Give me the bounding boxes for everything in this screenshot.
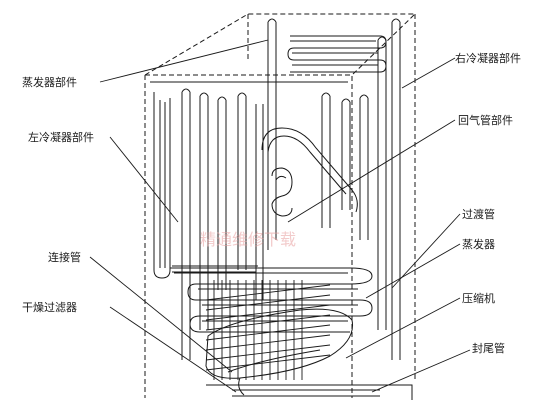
label-evaporator: 蒸发器 [462, 237, 495, 251]
return-pipe-loop [261, 127, 358, 217]
leader-lines [89, 39, 471, 393]
compressor-grid [205, 280, 354, 380]
left-condenser-coil [153, 88, 369, 360]
label-right-condenser-parts: 右冷凝器部件 [455, 51, 521, 65]
watermark-text: 精通维修下载 [200, 230, 296, 249]
label-sealing-tail-pipe: 封尾管 [472, 341, 505, 355]
label-left-condenser-parts: 左冷凝器部件 [28, 130, 94, 144]
label-evaporator-parts: 蒸发器部件 [22, 75, 77, 89]
label-compressor: 压缩机 [462, 291, 495, 305]
label-dryer-filter: 干燥过滤器 [22, 301, 77, 314]
cabinet-base [206, 377, 413, 400]
right-condenser-coil [267, 18, 401, 360]
label-connecting-pipe: 连接管 [48, 250, 81, 264]
label-transition-pipe: 过渡管 [462, 207, 495, 221]
label-return-pipe-parts: 回气管部件 [458, 113, 513, 127]
cabinet-outline [144, 13, 417, 398]
